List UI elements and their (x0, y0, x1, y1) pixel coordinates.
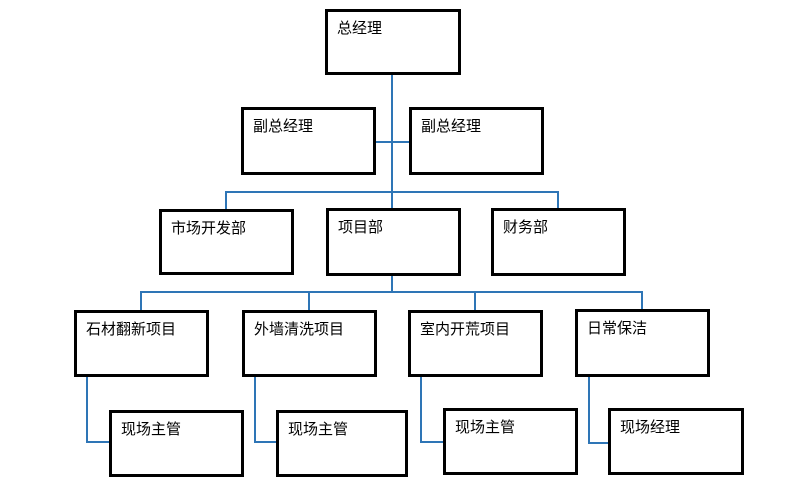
node-label: 现场主管 (121, 420, 182, 438)
node-label: 市场开发部 (171, 219, 247, 237)
node-label: 副总经理 (253, 117, 314, 135)
connector-drop-indoor (474, 291, 476, 310)
node-label: 石材翻新项目 (86, 320, 177, 338)
node-stone-renovation-project[interactable]: 石材翻新项目 (74, 310, 209, 377)
node-indoor-cleanup-project[interactable]: 室内开荒项目 (408, 310, 543, 377)
node-finance-dept[interactable]: 财务部 (491, 208, 626, 276)
connector-elbow-wall-sup-v (254, 377, 256, 443)
node-deputy-general-manager-2[interactable]: 副总经理 (409, 107, 544, 175)
node-site-supervisor-2[interactable]: 现场主管 (276, 410, 408, 477)
connector-elbow-stone-sup-h (86, 441, 109, 443)
connector-drop-market (225, 191, 227, 209)
node-label: 外墙清洗项目 (254, 320, 345, 338)
connector-elbow-daily-mgr-v (588, 377, 590, 443)
node-general-manager[interactable]: 总经理 (325, 9, 461, 75)
connector-elbow-stone-sup-v (86, 377, 88, 443)
node-project-dept[interactable]: 项目部 (326, 208, 461, 276)
node-label: 总经理 (337, 19, 383, 37)
connector-level3-distribution (225, 191, 559, 193)
node-label: 现场经理 (620, 418, 681, 436)
connector-level4-distribution (140, 291, 643, 293)
connector-drop-wall (308, 291, 310, 310)
node-site-supervisor-1[interactable]: 现场主管 (109, 410, 244, 477)
connector-project-down (391, 276, 393, 292)
connector-drop-daily (641, 291, 643, 309)
node-daily-cleaning[interactable]: 日常保洁 (575, 309, 710, 377)
connector-drop-finance (557, 191, 559, 208)
connector-elbow-indoor-sup-v (420, 376, 422, 443)
node-label: 财务部 (503, 218, 549, 236)
node-market-development-dept[interactable]: 市场开发部 (159, 209, 294, 275)
node-label: 项目部 (338, 218, 384, 236)
connector-elbow-daily-mgr-h (588, 442, 608, 444)
connector-elbow-indoor-sup-h (420, 441, 443, 443)
connector-deputy-stub (376, 141, 409, 143)
connector-drop-stone (140, 291, 142, 310)
node-site-manager[interactable]: 现场经理 (608, 408, 744, 475)
node-label: 现场主管 (455, 418, 516, 436)
node-label: 副总经理 (421, 117, 482, 135)
node-site-supervisor-3[interactable]: 现场主管 (443, 408, 578, 475)
node-label: 日常保洁 (587, 319, 648, 337)
connector-elbow-wall-sup-h (254, 441, 276, 443)
node-deputy-general-manager-1[interactable]: 副总经理 (241, 107, 376, 175)
node-label: 现场主管 (288, 420, 349, 438)
node-exterior-wall-cleaning-project[interactable]: 外墙清洗项目 (242, 310, 377, 377)
node-label: 室内开荒项目 (420, 320, 511, 338)
